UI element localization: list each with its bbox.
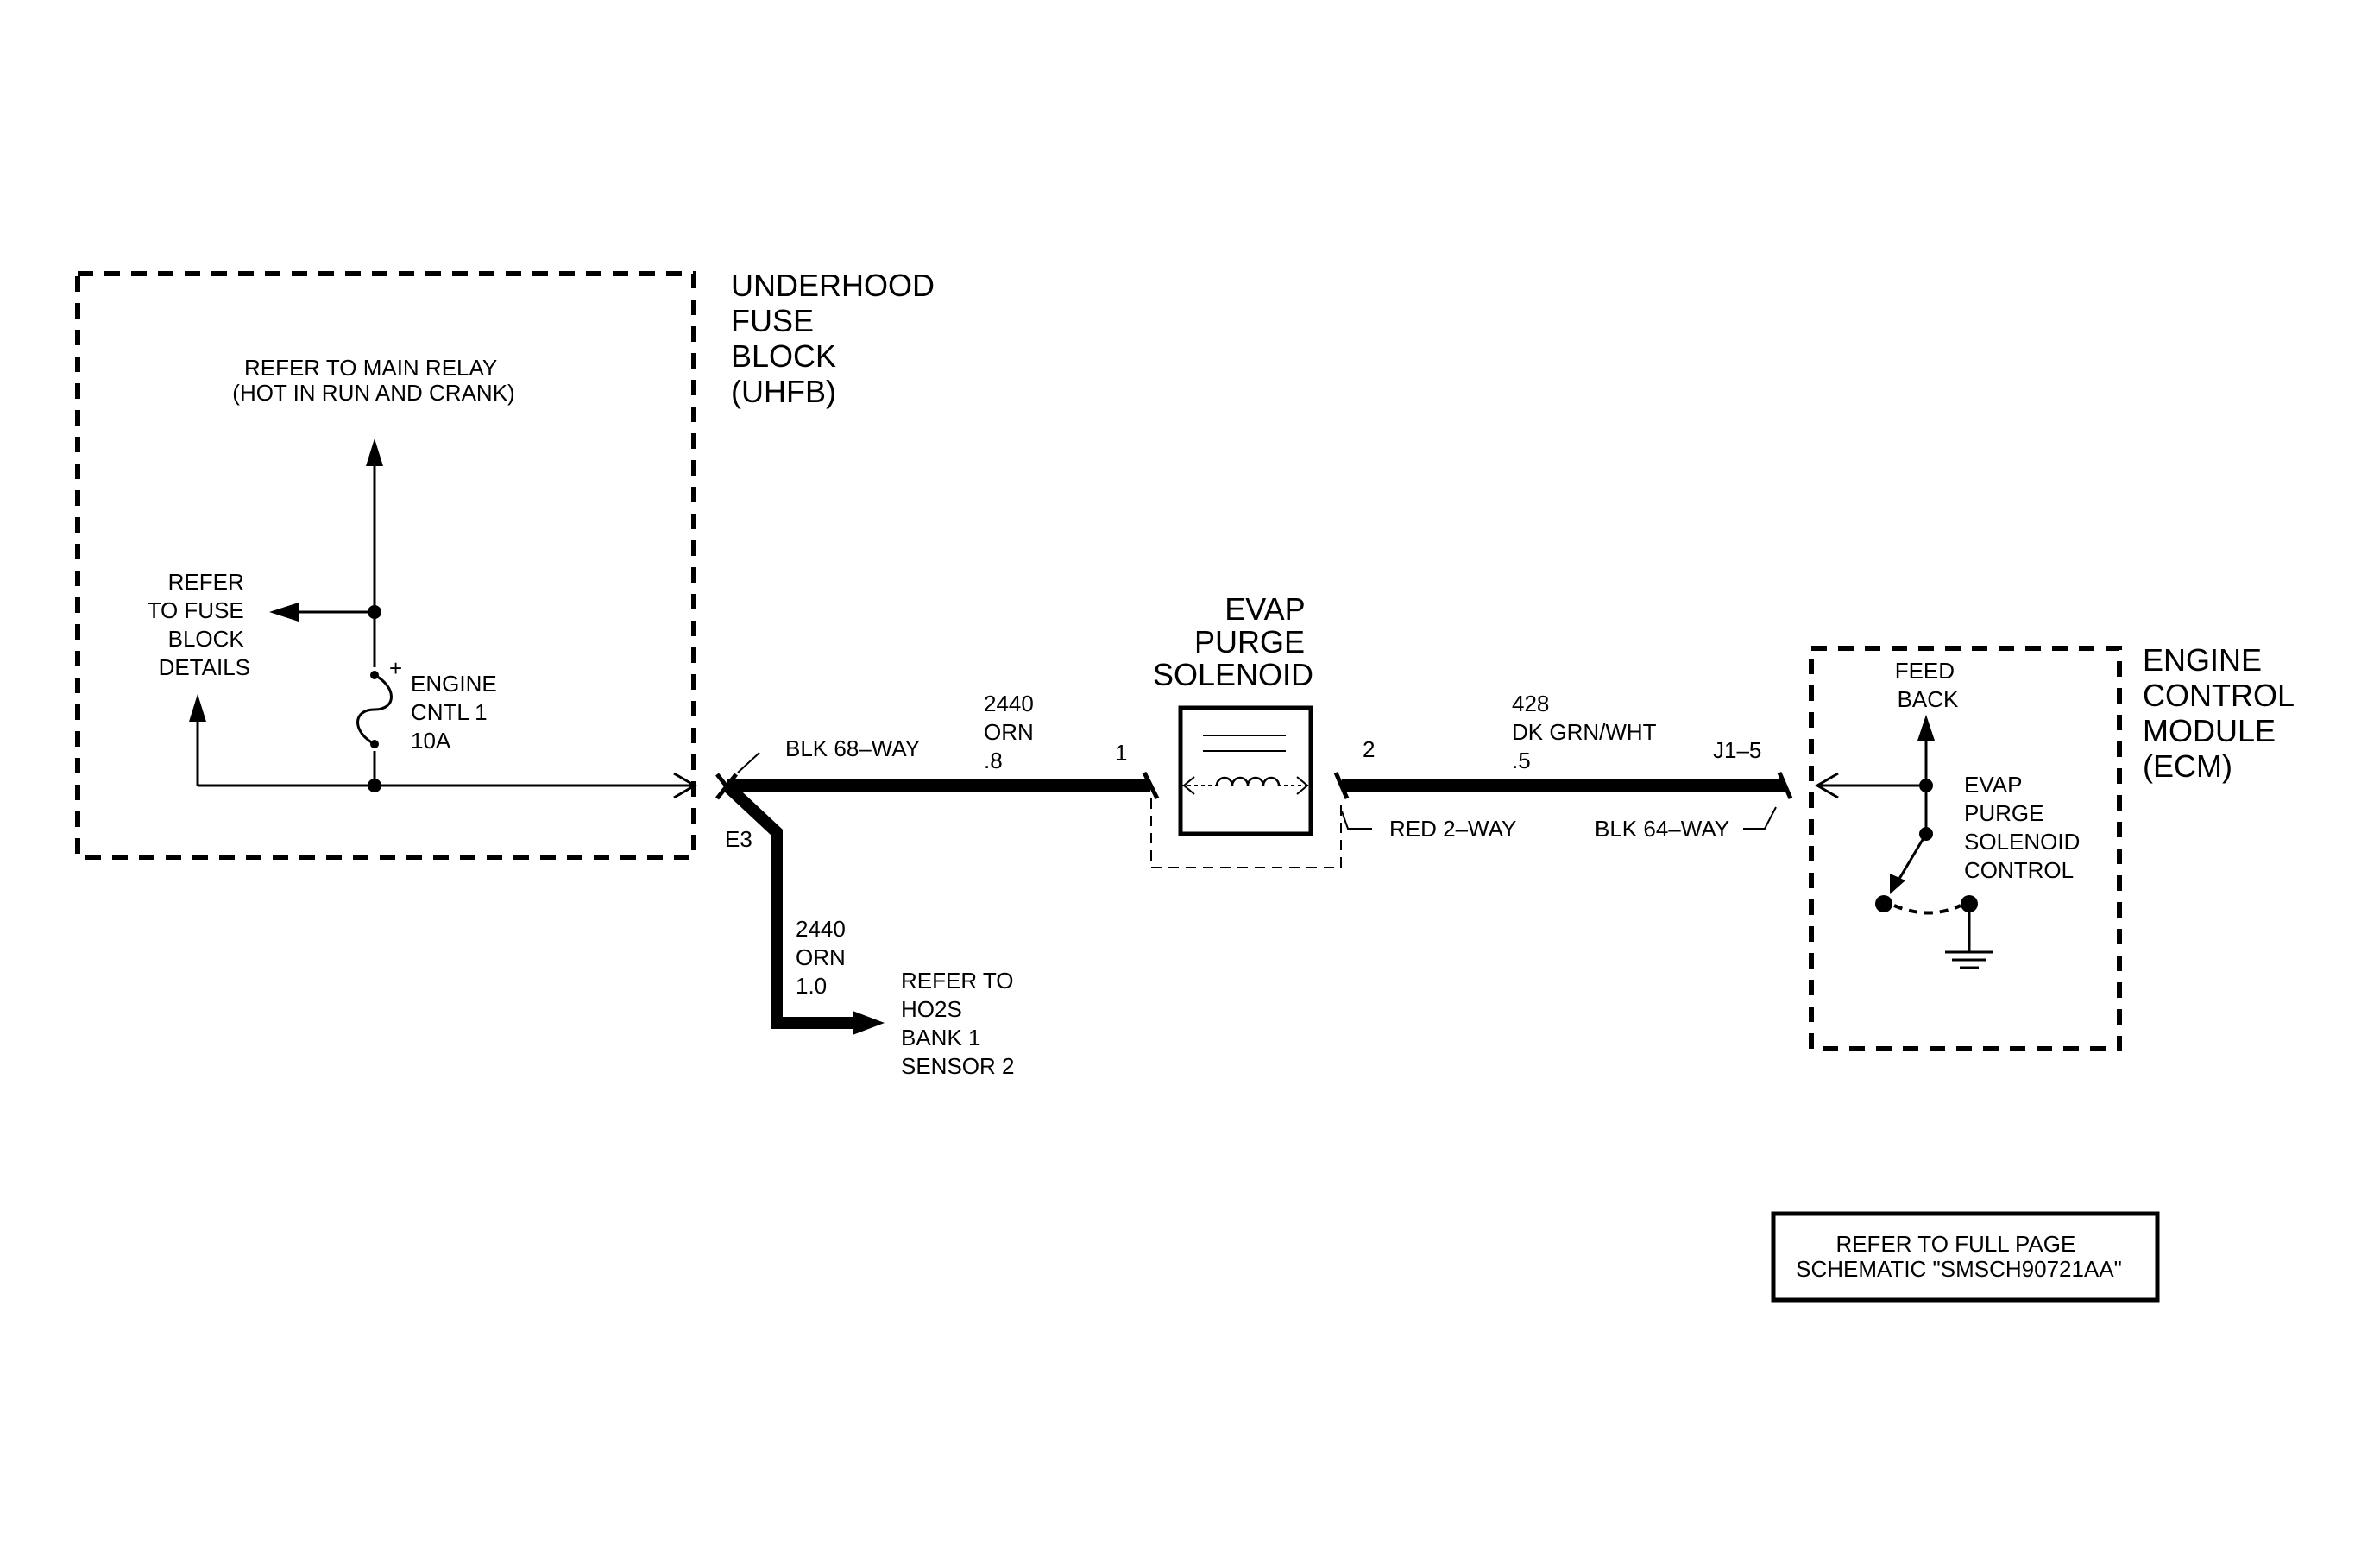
- left-harness: BLK 68–WAY E3 2440 ORN .8 1 2440 ORN 1.0…: [715, 691, 1160, 1079]
- ho2s-arrow-icon: [853, 1011, 885, 1035]
- right-connector-name: BLK 64–WAY: [1595, 816, 1729, 842]
- left-feed-arrow-icon: [189, 694, 206, 722]
- left-connector-name: BLK 68–WAY: [785, 735, 920, 761]
- relay-arrow-icon: [366, 439, 383, 466]
- ecm-title: ENGINE CONTROL MODULE (ECM): [2143, 642, 2302, 784]
- solenoid-title: EVAP PURGE SOLENOID: [1153, 591, 1313, 692]
- ecm-section: ENGINE CONTROL MODULE (ECM) FEED BACK EV…: [1809, 642, 2302, 1051]
- left-pin-label: 1: [1115, 740, 1127, 766]
- schematic-reference-box: REFER TO FULL PAGE SCHEMATIC "SMSCH90721…: [1771, 1211, 2160, 1303]
- main-relay-reference: REFER TO MAIN RELAY (HOT IN RUN AND CRAN…: [232, 355, 514, 406]
- solenoid-body: [1178, 705, 1313, 836]
- ecm-pin-label: J1–5: [1713, 737, 1761, 763]
- fuse-icon: [356, 667, 393, 751]
- connector-leader: [737, 752, 760, 773]
- fuse-label: ENGINE CNTL 1 10A: [411, 671, 503, 754]
- feedback-arrow-icon: [1917, 715, 1935, 741]
- blk-connector-leader: [1743, 806, 1777, 830]
- uhfb-dashed-box: [75, 271, 696, 860]
- orn-branch-wire: [722, 780, 854, 1029]
- feedback-label: FEED BACK: [1895, 658, 1961, 712]
- uhfb-title: UNDERHOOD FUSE BLOCK (UHFB): [731, 268, 943, 409]
- solenoid-connector-outline: [1150, 798, 1342, 868]
- ecm-splice-dot-top: [1919, 779, 1933, 792]
- switch-icon: [1875, 833, 1978, 915]
- schematic-reference-text: REFER TO FULL PAGE SCHEMATIC "SMSCH90721…: [1796, 1231, 2122, 1282]
- right-harness: 428 DK GRN/WHT .5 J1–5 BLK 64–WAY: [1333, 691, 1793, 842]
- splice-label: E3: [725, 826, 752, 852]
- ho2s-reference: REFER TO HO2S BANK 1 SENSOR 2: [901, 968, 1020, 1079]
- solenoid-control-label: EVAP PURGE SOLENOID CONTROL: [1964, 772, 2087, 883]
- ground-icon: [1945, 904, 1993, 969]
- uhfb-section: UNDERHOOD FUSE BLOCK (UHFB) REFER TO MAI…: [75, 268, 943, 860]
- fuse-polarity: +: [389, 655, 402, 681]
- branch-wire-label: 2440 ORN 1.0: [796, 916, 852, 999]
- coil-icon: [1181, 776, 1311, 795]
- ecm-dashed-box: [1809, 646, 2122, 1051]
- evap-purge-solenoid: EVAP PURGE SOLENOID 2 RED 2–WAY: [1150, 591, 1516, 868]
- main-wire-label: 2440 ORN .8: [984, 691, 1040, 773]
- uhfb-output-arrow-icon: [673, 772, 697, 799]
- red-connector-name: RED 2–WAY: [1389, 816, 1516, 842]
- splice-dot-lower: [368, 779, 381, 792]
- right-pin-label: 2: [1363, 736, 1375, 762]
- fuse-block-arrow-icon: [269, 603, 299, 622]
- right-wire-label: 428 DK GRN/WHT .5: [1512, 691, 1662, 773]
- splice-dot-upper: [368, 605, 381, 619]
- fuse-block-reference: REFER TO FUSE BLOCK DETAILS: [148, 569, 250, 680]
- red-connector-leader: [1341, 811, 1372, 830]
